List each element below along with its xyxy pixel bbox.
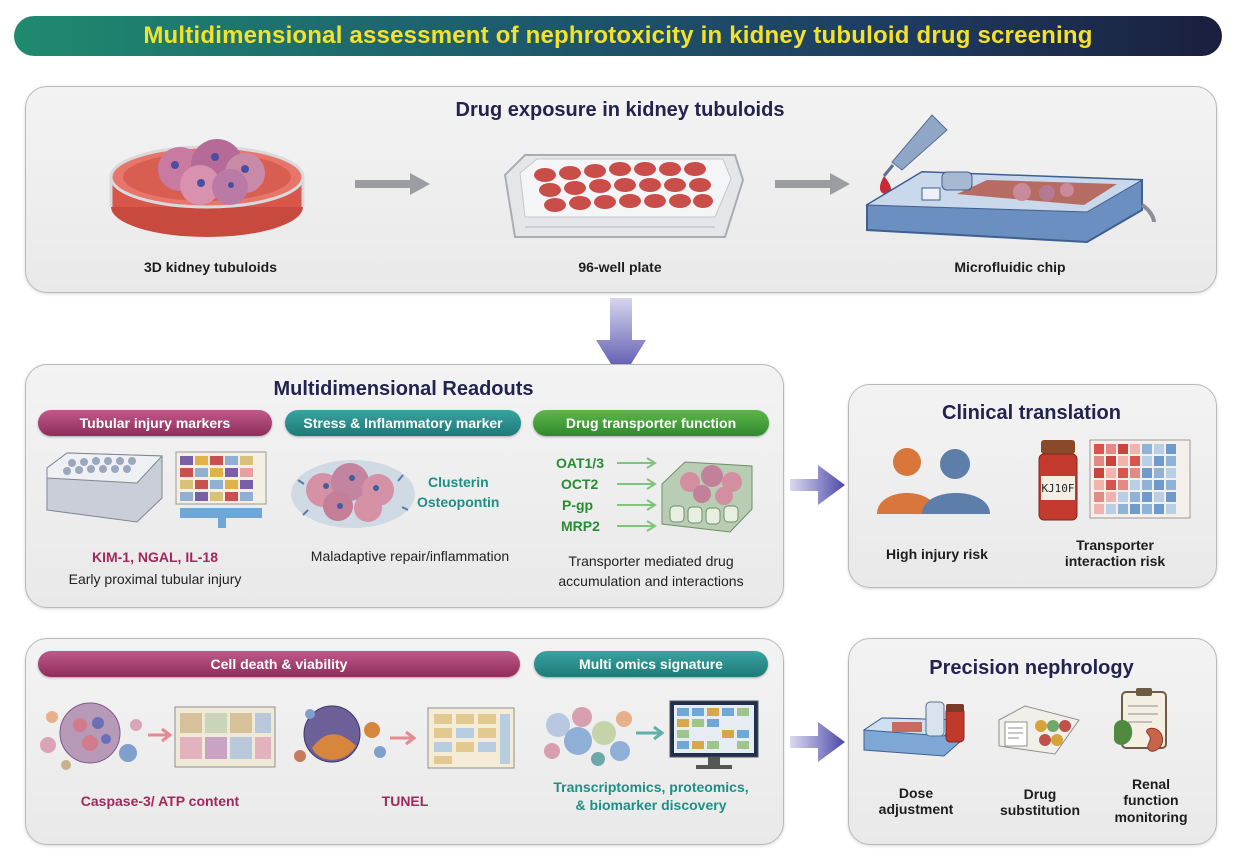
transporter-pgp: P-gp	[562, 497, 594, 513]
drug-vial-icon	[1038, 440, 1078, 521]
arrow-right-icon	[775, 173, 850, 195]
transporter-arrows	[617, 457, 657, 532]
substitution-label-1: Drug	[1023, 786, 1057, 802]
cell-death-pill: Cell death & viability	[38, 651, 520, 677]
omics-analysis-illustration	[544, 700, 759, 769]
transporter-risk-label-2: interaction risk	[1064, 553, 1166, 569]
heatmap-icon	[175, 451, 267, 528]
clinical-title: Clinical translation	[942, 402, 1121, 424]
transporter-oat: OAT1/3	[556, 455, 604, 471]
tunel-label: TUNEL	[381, 793, 429, 809]
tubular-desc-text: Early proximal tubular injury	[68, 571, 242, 587]
high-injury-risk-label: High injury risk	[886, 546, 988, 562]
transporter-function-pill: Drug transporter function	[533, 410, 769, 436]
arrow-right-icon	[355, 173, 430, 195]
well-plate-illustration	[503, 154, 745, 238]
transporter-risk-label-1: Transporter	[1076, 537, 1154, 553]
renal-label-3: monitoring	[1114, 809, 1188, 825]
risk-heatmap-icon	[1089, 439, 1191, 519]
renal-label-1: Renal	[1131, 776, 1171, 792]
tubular-markers-text: KIM-1, NGAL, IL-18	[91, 549, 218, 565]
arrow-down-icon	[596, 298, 646, 380]
exposure-title: Drug exposure in kidney tubuloids	[455, 99, 785, 121]
step-label-well-plate: 96-well plate	[578, 259, 662, 275]
renal-label-2: function	[1123, 792, 1179, 808]
tunel-illustration	[294, 705, 515, 769]
renal-monitoring-icon	[1114, 688, 1167, 752]
transporter-oct2: OCT2	[561, 476, 599, 492]
dose-label-2: adjustment	[878, 801, 954, 817]
dose-label-1: Dose	[898, 785, 934, 801]
arrow-right-icon	[790, 722, 845, 762]
dose-adjustment-icon	[862, 701, 965, 757]
step-label-tubuloids: 3D kidney tubuloids	[143, 259, 277, 275]
precision-title: Precision nephrology	[929, 657, 1134, 679]
tubule-epithelium-illustration	[661, 461, 753, 533]
vial-label-text: KJ10F	[1041, 482, 1075, 495]
caspase-atp-label: Caspase-3/ ATP content	[80, 793, 240, 809]
microfluidic-chip-illustration	[865, 114, 1156, 244]
omics-text-line1: Transcriptomics, proteomics,	[553, 779, 749, 795]
transporter-desc-line1: Transporter mediated drug	[568, 553, 734, 569]
transporter-desc-line2: accumulation and interactions	[558, 573, 744, 589]
omics-text-line2: & biomarker discovery	[575, 797, 727, 813]
inflamed-tubuloid-illustration	[291, 460, 415, 528]
main-title: Multidimensional assessment of nephrotox…	[143, 22, 1093, 49]
stress-marker-osteopontin: Osteopontin	[417, 494, 500, 510]
tubular-injury-pill: Tubular injury markers	[38, 410, 272, 436]
assay-plate-illustration	[46, 452, 164, 523]
multi-omics-pill: Multi omics signature	[534, 651, 768, 677]
petri-dish-illustration	[109, 139, 305, 237]
arrow-right-icon	[790, 465, 845, 505]
title-banner: Multidimensional assessment of nephrotox…	[14, 16, 1222, 56]
apoptotic-cells-illustration	[40, 702, 276, 770]
stress-inflammatory-pill: Stress & Inflammatory marker	[285, 410, 521, 436]
substitution-label-2: substitution	[999, 802, 1081, 818]
patients-icon	[877, 448, 990, 514]
drug-substitution-icon	[998, 705, 1080, 755]
readouts-title: Multidimensional Readouts	[273, 378, 534, 400]
step-label-chip: Microfluidic chip	[954, 259, 1066, 275]
transporter-mrp2: MRP2	[561, 518, 600, 534]
stress-marker-clusterin: Clusterin	[428, 474, 489, 490]
stress-desc-text: Maladaptive repair/inflammation	[310, 548, 510, 564]
